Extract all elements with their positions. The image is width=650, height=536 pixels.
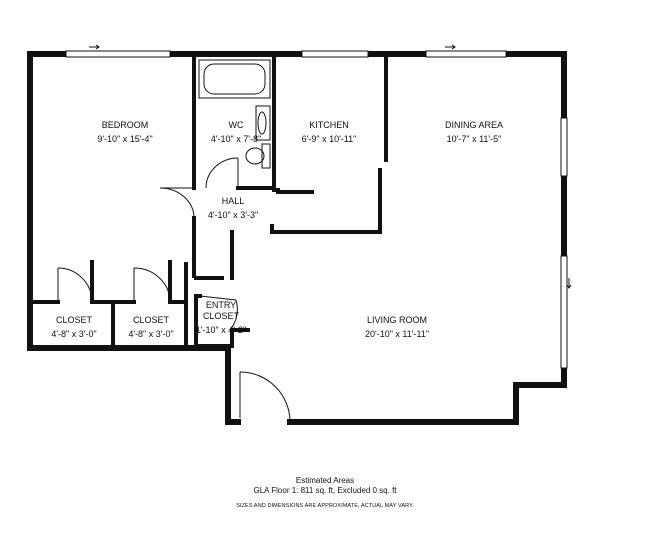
room-dimensions: 10'-7" x 11'-5" xyxy=(446,134,502,144)
room-name: DINING AREA xyxy=(444,120,504,130)
bathtub-icon xyxy=(198,59,271,99)
room-name: WC xyxy=(228,120,244,130)
room-dimensions: 9'-10" x 15'-4" xyxy=(97,134,153,144)
room-label-entry-closet: ENTRY CLOSET 1'-10" x 4'-2" xyxy=(196,300,246,336)
gla-summary: GLA Floor 1: 811 sq. ft, Excluded 0 sq. … xyxy=(253,486,397,495)
interior-walls xyxy=(30,54,388,350)
arrow-right-icon xyxy=(445,44,456,50)
room-name: KITCHEN xyxy=(309,120,349,130)
room-name: LIVING ROOM xyxy=(366,315,427,325)
arrow-down-icon xyxy=(566,278,572,289)
exterior-walls xyxy=(27,51,567,425)
room-dimensions: 4'-8" x 3'-0" xyxy=(128,329,174,339)
room-dimensions: 6'-9" x 10'-11" xyxy=(301,134,357,144)
room-name-line1: ENTRY xyxy=(205,300,237,310)
room-name: BEDROOM xyxy=(101,120,149,130)
room-label-kitchen: KITCHEN 6'-9" x 10'-11" xyxy=(302,120,357,145)
room-dimensions: 4'-8" x 3'-0" xyxy=(51,329,97,339)
room-label-closet-left: CLOSET 4'-8" x 3'-0" xyxy=(51,315,96,340)
window-icon xyxy=(65,50,568,369)
toilet-icon xyxy=(245,143,271,169)
room-name: CLOSET xyxy=(132,315,169,325)
room-label-living: LIVING ROOM 20'-10" x 11'-11" xyxy=(365,315,429,340)
room-name-line2: CLOSET xyxy=(202,311,240,321)
room-dimensions: 4'-10" x 3'-3" xyxy=(207,210,259,220)
room-label-hall: HALL 4'-10" x 3'-3" xyxy=(208,196,258,221)
room-dimensions: 20'-10" x 11'-11" xyxy=(364,329,430,339)
room-label-wc: WC 4'-10" x 7'-8" xyxy=(211,120,261,145)
estimated-areas-title: Estimated Areas xyxy=(295,476,355,485)
room-name: CLOSET xyxy=(55,315,92,325)
room-name: HALL xyxy=(221,196,245,206)
room-dimensions: 4'-10" x 7'-8" xyxy=(210,134,262,144)
room-label-bedroom: BEDROOM 9'-10" x 15'-4" xyxy=(97,120,152,145)
room-label-dining: DINING AREA 10'-7" x 11'-5" xyxy=(445,120,503,145)
arrow-right-icon xyxy=(89,44,100,50)
sink-icon xyxy=(255,105,271,141)
door-swing-icon xyxy=(57,157,291,423)
disclaimer: SIZES AND DIMENSIONS ARE APPROXIMATE, AC… xyxy=(236,503,414,509)
room-dimensions: 1'-10" x 4'-2" xyxy=(195,325,247,335)
room-label-closet-right: CLOSET 4'-8" x 3'-0" xyxy=(128,315,173,340)
